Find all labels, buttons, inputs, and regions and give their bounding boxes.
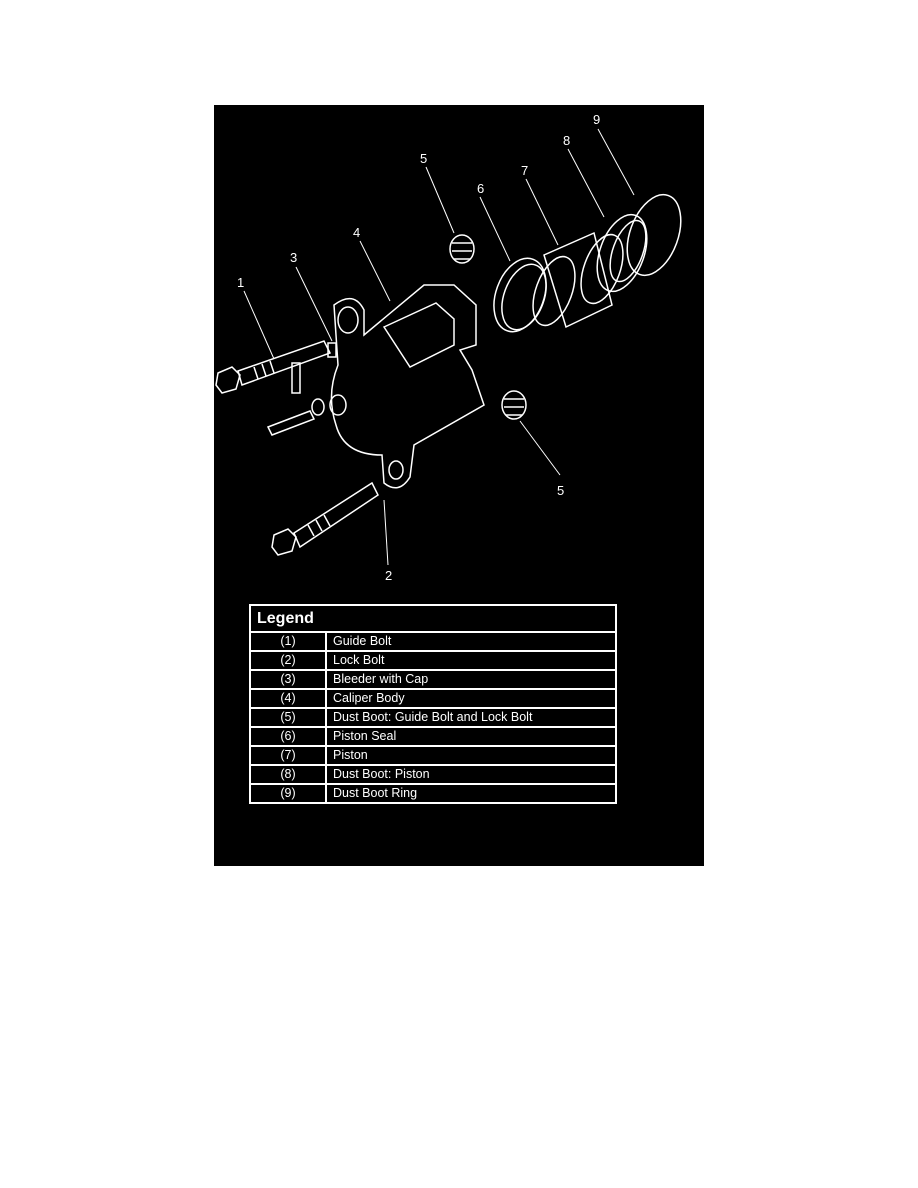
callout-4: 4 [353, 225, 360, 240]
legend-num: (5) [249, 707, 327, 728]
legend-num: (6) [249, 726, 327, 747]
dust-boot-ring-part [626, 193, 682, 277]
callout-labels: 1 2 3 4 5 5 6 7 8 9 [237, 112, 600, 583]
legend-label: Guide Bolt [325, 631, 617, 652]
piston-dust-boot-part [596, 213, 648, 293]
legend-num: (4) [249, 688, 327, 709]
callout-3: 3 [290, 250, 297, 265]
lock-bolt-part [271, 481, 379, 556]
illustration-panel: 1 2 3 4 5 5 6 7 8 9 Legend (1)Guide Bolt… [214, 105, 704, 866]
leader-lines [243, 128, 635, 566]
legend-table: Legend (1)Guide Bolt (2)Lock Bolt (3)Ble… [249, 604, 617, 804]
callout-5-bottom: 5 [557, 483, 564, 498]
callout-2: 2 [385, 568, 392, 583]
legend-label: Dust Boot Ring [325, 783, 617, 804]
piston-seal-part [493, 257, 547, 333]
legend-label: Lock Bolt [325, 650, 617, 671]
legend-row: (9)Dust Boot Ring [249, 783, 617, 804]
legend-num: (8) [249, 764, 327, 785]
callout-7: 7 [521, 163, 528, 178]
dust-boot-part [449, 234, 527, 420]
legend-label: Dust Boot: Piston [325, 764, 617, 785]
legend-row: (3)Bleeder with Cap [249, 669, 617, 690]
legend-label: Dust Boot: Guide Bolt and Lock Bolt [325, 707, 617, 728]
legend-num: (9) [249, 783, 327, 804]
legend-row: (2)Lock Bolt [249, 650, 617, 671]
callout-5-top: 5 [420, 151, 427, 166]
legend-title: Legend [249, 604, 617, 633]
legend-label: Bleeder with Cap [325, 669, 617, 690]
legend-row: (6)Piston Seal [249, 726, 617, 747]
legend-row: (7)Piston [249, 745, 617, 766]
legend-label: Caliper Body [325, 688, 617, 709]
caliper-body-part [329, 284, 485, 489]
legend-num: (2) [249, 650, 327, 671]
bleeder-part [266, 342, 337, 436]
callout-6: 6 [477, 181, 484, 196]
caliper-exploded-diagram: 1 2 3 4 5 5 6 7 8 9 [215, 112, 682, 583]
legend-label: Piston Seal [325, 726, 617, 747]
legend-row: (4)Caliper Body [249, 688, 617, 709]
callout-9: 9 [593, 112, 600, 127]
legend-num: (7) [249, 745, 327, 766]
legend-row: (1)Guide Bolt [249, 631, 617, 652]
legend-row: (5)Dust Boot: Guide Bolt and Lock Bolt [249, 707, 617, 728]
legend-num: (1) [249, 631, 327, 652]
legend-label: Piston [325, 745, 617, 766]
guide-bolt-part [215, 340, 332, 394]
callout-1: 1 [237, 275, 244, 290]
legend-row: (8)Dust Boot: Piston [249, 764, 617, 785]
piston-part [532, 231, 624, 329]
legend-num: (3) [249, 669, 327, 690]
callout-8: 8 [563, 133, 570, 148]
